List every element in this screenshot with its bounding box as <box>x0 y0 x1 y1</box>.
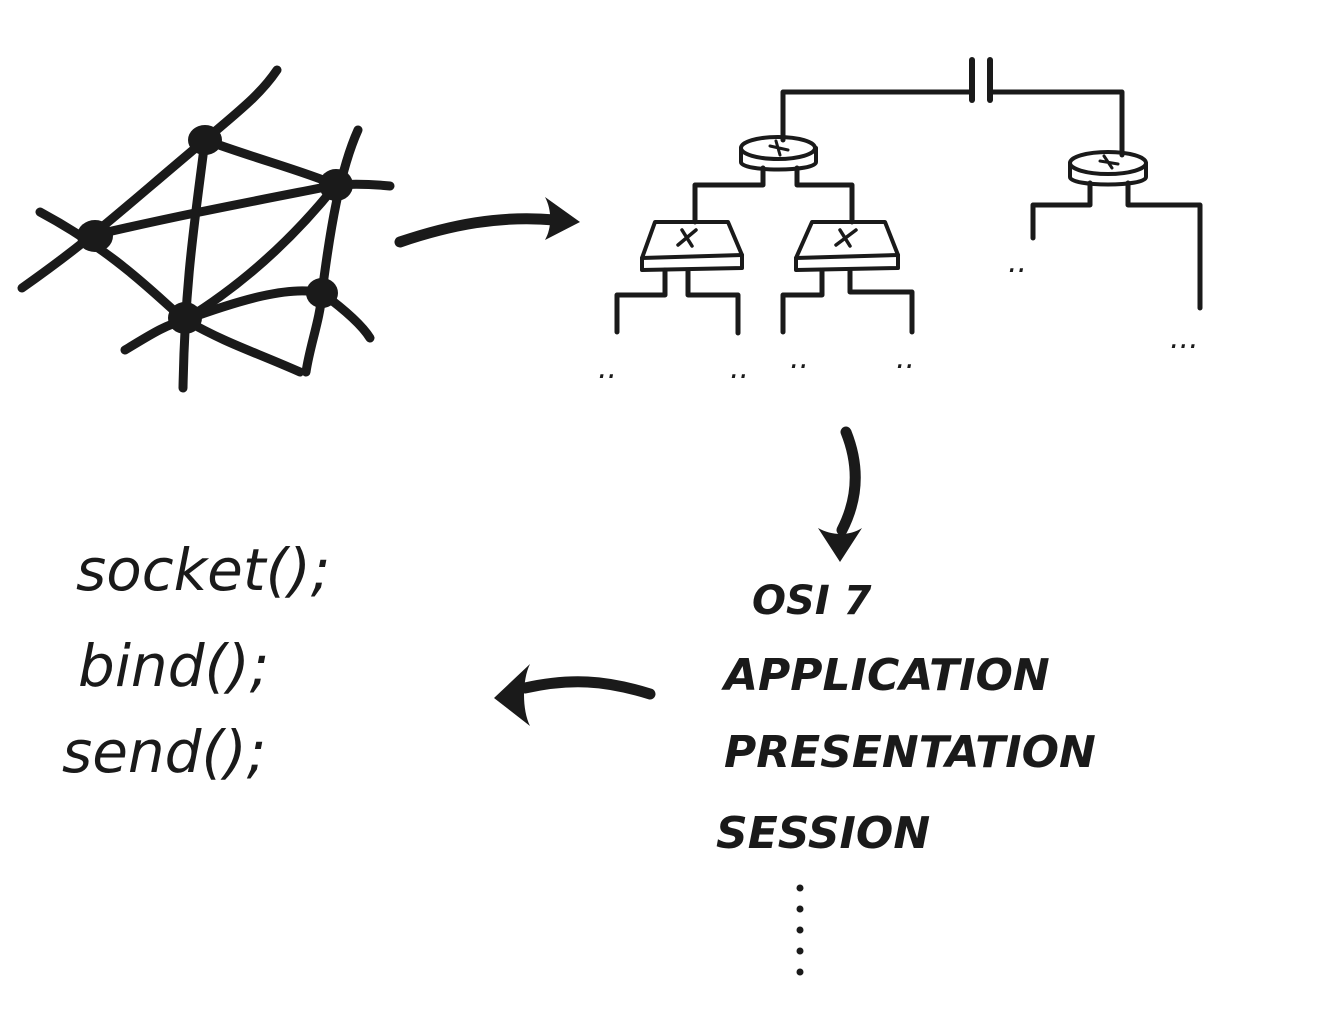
ellipsis-label: .. <box>730 351 749 386</box>
tree-link <box>685 267 741 336</box>
tree-link <box>780 267 825 335</box>
code-line-send: send(); <box>62 718 266 786</box>
mesh-edge <box>180 180 341 325</box>
ellipsis-label: .. <box>896 341 915 376</box>
mesh-node <box>77 220 113 252</box>
arrow-left <box>494 664 656 726</box>
ellipsis-label: ... <box>1170 321 1199 356</box>
mesh-node <box>168 302 202 334</box>
mesh-edge <box>90 179 395 240</box>
switch-icon <box>640 220 744 272</box>
mesh-edge <box>17 65 282 293</box>
tree-link <box>1030 180 1093 241</box>
tree-link <box>780 89 975 143</box>
tree-link <box>987 89 1125 158</box>
osi-title: OSI 7 <box>752 578 872 624</box>
mesh-network <box>17 65 395 393</box>
mesh-edge <box>178 135 210 393</box>
code-line-bind: bind(); <box>78 632 269 700</box>
tree-link <box>794 165 855 225</box>
osi-layer-list: OSI 7 APPLICATION PRESENTATION SESSION <box>716 578 1096 976</box>
tree-link <box>614 267 668 335</box>
code-line-socket: socket(); <box>76 536 330 604</box>
mesh-node <box>188 125 222 155</box>
tree-link <box>1125 180 1203 311</box>
tree-link <box>847 267 915 335</box>
tree-network: .. .. .. .. .. ... <box>598 57 1203 386</box>
osi-layer-presentation: PRESENTATION <box>724 727 1096 778</box>
mesh-node <box>306 278 338 308</box>
arrow-right <box>394 197 580 248</box>
tree-link <box>692 165 766 225</box>
router-icon <box>739 135 818 172</box>
socket-code: socket(); bind(); send(); <box>62 536 330 786</box>
arrow-down <box>818 426 862 562</box>
mesh-edge <box>180 315 305 377</box>
ellipsis-label: .. <box>598 351 617 386</box>
ellipsis-label: .. <box>1008 245 1027 280</box>
vertical-ellipsis-icon <box>796 884 804 976</box>
ellipsis-label: .. <box>790 341 809 376</box>
mesh-edge <box>200 135 341 190</box>
mesh-edge <box>301 125 363 377</box>
router-icon <box>1068 150 1148 187</box>
switch-icon <box>794 220 900 272</box>
osi-layer-application: APPLICATION <box>721 650 1050 701</box>
mesh-node <box>319 169 353 201</box>
osi-layer-session: SESSION <box>716 808 930 859</box>
